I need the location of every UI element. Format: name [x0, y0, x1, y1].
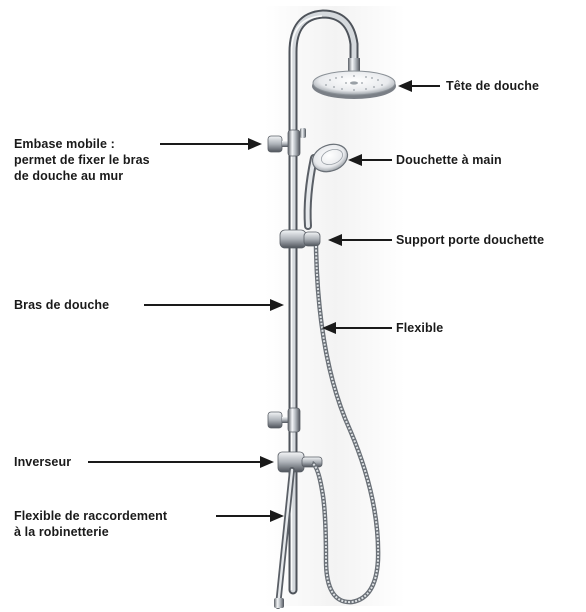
label-shower-head: Tête de douche	[446, 78, 539, 94]
arrow-mobile-base	[160, 138, 262, 150]
label-diverter: Inverseur	[14, 454, 71, 470]
label-connection-hose-line-1: Flexible de raccordement	[14, 508, 167, 524]
hand-shower-holder	[280, 230, 320, 248]
label-holder: Support porte douchette	[396, 232, 544, 248]
label-mobile-base-line-2: permet de fixer le bras	[14, 152, 150, 168]
label-connection-hose: Flexible de raccordement à la robinetter…	[14, 508, 167, 540]
label-mobile-base-line-1: Embase mobile :	[14, 136, 150, 152]
label-mobile-base: Embase mobile : permet de fixer le bras …	[14, 136, 150, 184]
label-hose: Flexible	[396, 320, 443, 336]
label-mobile-base-line-3: de douche au mur	[14, 168, 150, 184]
label-hand-shower: Douchette à main	[396, 152, 502, 168]
label-connection-hose-line-2: à la robinetterie	[14, 524, 167, 540]
arrow-diverter	[88, 456, 274, 468]
label-shower-arm: Bras de douche	[14, 297, 109, 313]
arrow-connection-hose	[216, 510, 284, 522]
arrow-shower-arm	[144, 299, 284, 311]
